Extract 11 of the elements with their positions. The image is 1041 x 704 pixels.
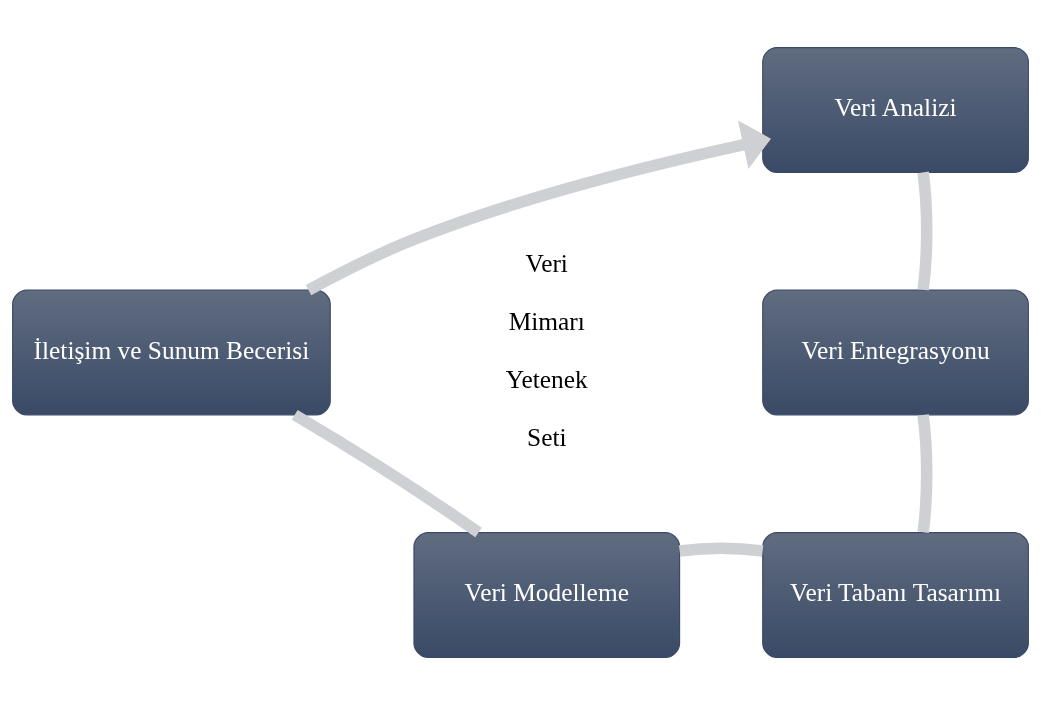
connector (917, 171, 933, 290)
node-box: Veri Modelleme (413, 531, 681, 658)
label: Veri Mimarı Yetenek Seti (505, 248, 588, 451)
node-box: İletişim ve Sunum Becerisi (12, 289, 331, 415)
node-box: Veri Analizi (762, 46, 1029, 173)
arrow (305, 119, 771, 295)
connector (291, 409, 482, 537)
node-box: Veri Entegrasyonu (762, 289, 1029, 415)
connector (917, 413, 933, 533)
connector (678, 541, 764, 557)
node-box: Veri Tabanı Tasarımı (762, 531, 1029, 658)
